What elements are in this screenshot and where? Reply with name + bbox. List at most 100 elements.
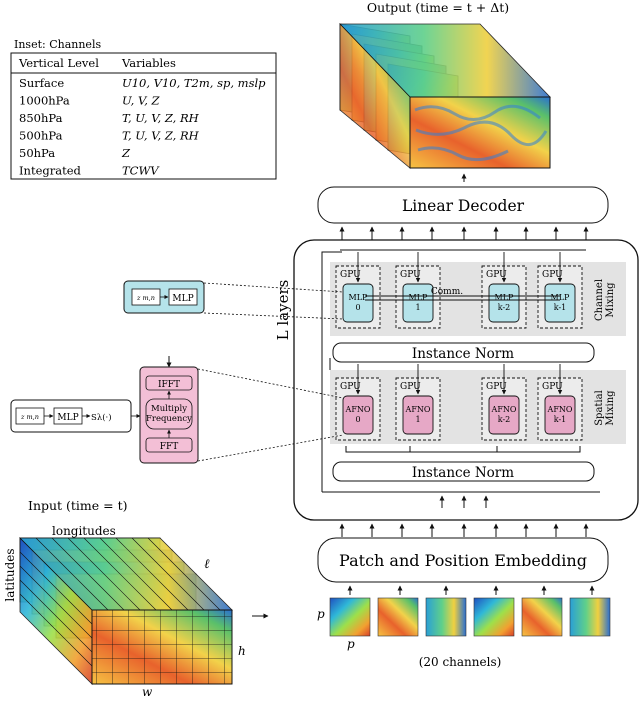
mlp-detail-input-label: z m,n [136, 294, 155, 302]
patch-tile [377, 597, 419, 637]
output-stack [339, 23, 551, 169]
input-stack [19, 537, 233, 685]
linear-decoder-label: Linear Decoder [402, 197, 525, 215]
mlp-block [402, 283, 434, 323]
instance-norm-bottom [332, 461, 595, 482]
inset-row-vars: T, U, V, Z, RH [122, 111, 200, 125]
inset-row-level: 500hPa [19, 129, 63, 143]
inset-row-level: 50hPa [19, 146, 55, 160]
inset-channels: Inset: Channels Vertical Level Variables… [10, 38, 277, 180]
decoder-input-arrows [339, 226, 589, 240]
ifft-block [145, 375, 193, 391]
patch-p-horizontal: p [347, 637, 355, 651]
skip-connections [321, 249, 586, 492]
patch-position-embedding [317, 537, 609, 583]
inset-row-level: Surface [19, 76, 64, 90]
inset-row-vars: T, U, V, Z, RH [122, 129, 200, 143]
channel-mixing-label: ChannelMixing [594, 279, 616, 321]
inset-table-frame [10, 52, 277, 180]
svg-text:SpatialMixing: SpatialMixing [594, 390, 616, 426]
mlp-block [544, 283, 576, 323]
ell-label: ℓ [204, 557, 210, 572]
afno-block [544, 395, 576, 435]
patch-tile [425, 597, 467, 637]
h-label: h [238, 644, 246, 658]
afno-detail-input-label: z m,n [20, 413, 39, 421]
fft-label: FFT [160, 442, 179, 452]
mlp-block [342, 283, 374, 323]
patch-tile [473, 597, 515, 637]
linear-decoder [317, 186, 609, 224]
comm-link [365, 295, 560, 301]
longitudes-label: longitudes [52, 524, 116, 538]
latitudes-label: latitudes [3, 548, 17, 601]
patch-embedding-label: Patch and Position Embedding [339, 551, 587, 570]
gpu-label: GPU [400, 382, 421, 392]
output-label: Output (time = t + Δt) [367, 0, 509, 15]
inset-rows: Surface U10, V10, T2m, sp, mslp 1000hPa U, … [19, 76, 266, 178]
afno-detail-block-label: MLP [57, 413, 78, 423]
input-label: Input (time = t) [28, 498, 128, 513]
patch-tile [569, 597, 611, 637]
spatial-mixing-label: SpatialMixing [594, 390, 616, 426]
mlp-detail-block [168, 288, 198, 306]
mlp-detail-block-label: MLP [172, 294, 193, 304]
ifft-label: IFFT [158, 380, 180, 390]
mlp-zoom-lines [203, 282, 344, 320]
afno-zoom-lines [197, 368, 344, 462]
patch-arrows [347, 585, 595, 595]
l-layers-label: L layers [274, 280, 292, 341]
inset-title: Inset: Channels [14, 38, 101, 51]
afno-merge-lines [345, 446, 581, 453]
inset-col-vars: Variables [121, 56, 176, 70]
gpu-label: GPU [486, 382, 507, 392]
instance-norm-bottom-label: Instance Norm [412, 465, 514, 481]
inset-row-vars: Z [121, 146, 131, 160]
patch-row [329, 597, 611, 637]
patch-p-vertical: p [317, 607, 325, 621]
inset-row-vars: U, V, Z [122, 94, 161, 108]
inset-row-vars: TCWV [122, 164, 160, 178]
gpu-label: GPU [400, 270, 421, 280]
inset-row-vars: U10, V10, T2m, sp, mslp [122, 76, 266, 90]
instance-norm-top [332, 342, 595, 363]
gpu-label: GPU [542, 270, 563, 280]
patch-tile [521, 597, 563, 637]
inset-row-level: 1000hPa [19, 94, 70, 108]
gpu-label: GPU [340, 270, 361, 280]
w-label: w [142, 685, 153, 699]
svg-text:ChannelMixing: ChannelMixing [594, 279, 616, 321]
embedding-to-layers-arrows [322, 491, 600, 537]
inset-col-level: Vertical Level [18, 56, 99, 70]
comm-label: Comm. [431, 287, 463, 297]
gpu-label: GPU [542, 382, 563, 392]
afno-detail-output-label: Sλ(·) [91, 412, 112, 423]
input-grid [92, 610, 232, 684]
gpu-label: GPU [486, 270, 507, 280]
inset-row-level: Integrated [19, 164, 82, 178]
mlp-block [488, 283, 520, 323]
gpu-label: GPU [340, 382, 361, 392]
inset-row-level: 850hPa [19, 111, 63, 125]
afno-block [402, 395, 434, 435]
channels-note: (20 channels) [419, 655, 502, 669]
